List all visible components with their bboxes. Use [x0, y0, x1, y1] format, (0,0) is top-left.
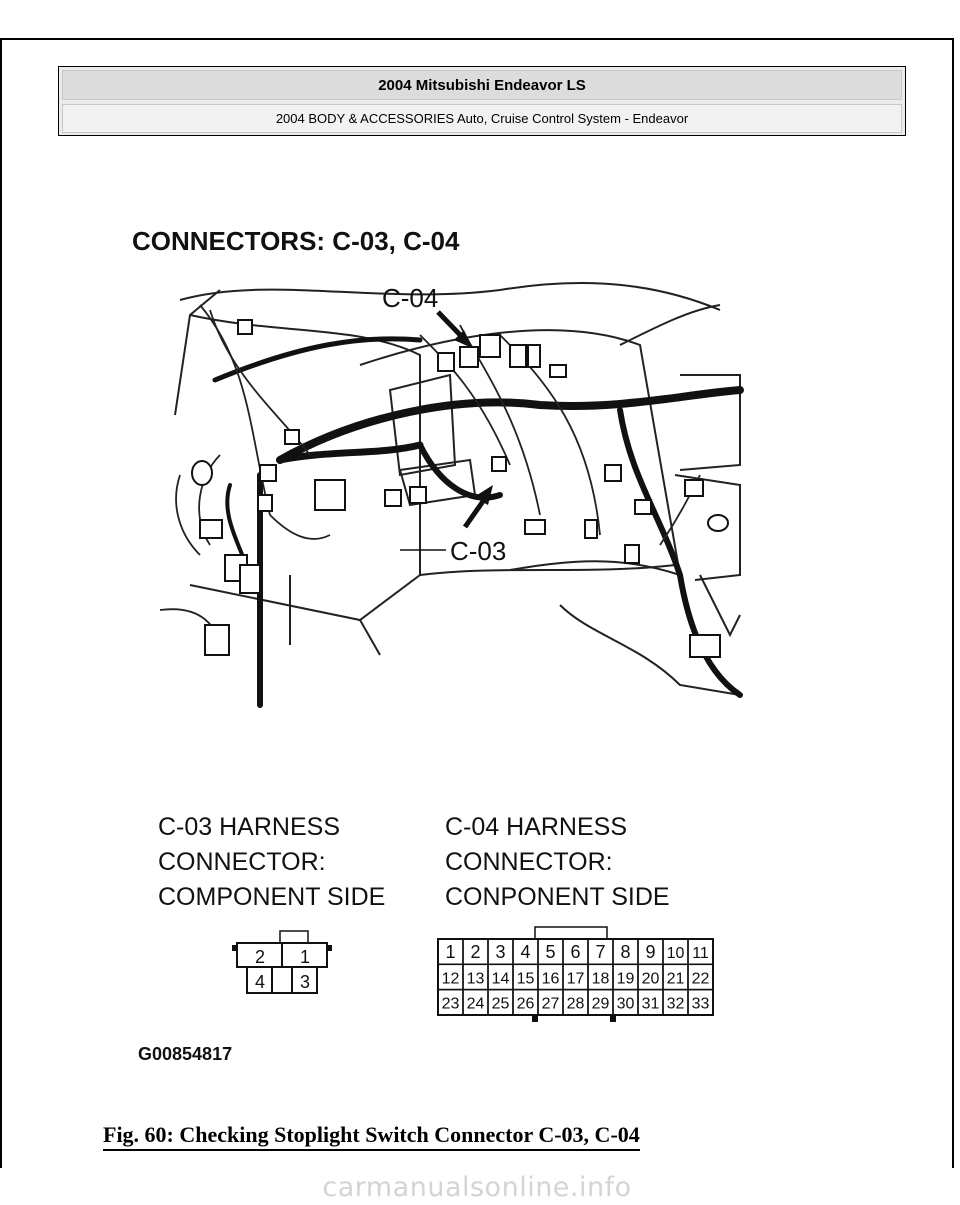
c04-pin-number: 31 — [642, 996, 660, 1013]
document-subtitle: 2004 BODY & ACCESSORIES Auto, Cruise Con… — [62, 104, 902, 133]
c03-connector-face: 2 1 4 3 — [232, 930, 332, 994]
c04-pin-number: 12 — [442, 970, 460, 987]
c04-pin-number: 33 — [692, 996, 710, 1013]
c04-pin-number: 9 — [645, 942, 655, 962]
watermark: carmanualsonline.info — [322, 1172, 632, 1203]
page-frame-right — [952, 38, 954, 1168]
callout-c03: C-03 — [450, 536, 506, 566]
figure-heading: CONNECTORS: C-03, C-04 — [132, 226, 460, 256]
c04-pin-number: 18 — [592, 970, 610, 987]
c04-label-line3: CONPONENT SIDE — [445, 883, 670, 911]
c04-pin-cell — [687, 988, 714, 1016]
c04-pin-number: 7 — [595, 942, 605, 962]
c04-pin-number: 27 — [542, 996, 560, 1013]
c03-pin: 1 — [300, 947, 310, 967]
connector-figure: CONNECTORS: C-03, C-04 — [120, 215, 745, 1075]
c03-label-line3: COMPONENT SIDE — [158, 883, 385, 911]
c03-label-line2: CONNECTOR: — [158, 848, 326, 876]
c04-pin-number: 8 — [620, 942, 630, 962]
c04-pin-number: 19 — [617, 970, 635, 987]
c04-pin-number: 32 — [667, 996, 685, 1013]
c03-pin: 2 — [255, 947, 265, 967]
c04-pin-number: 13 — [467, 970, 485, 987]
c04-pin-number: 22 — [692, 970, 710, 987]
c04-pin-number: 5 — [545, 942, 555, 962]
c04-pin-number: 10 — [667, 945, 685, 962]
page-frame-left — [0, 38, 2, 1168]
c04-pin-number: 28 — [567, 996, 585, 1013]
c04-pin-number: 15 — [517, 970, 535, 987]
document-header: 2004 Mitsubishi Endeavor LS 2004 BODY & … — [58, 66, 906, 136]
c04-pin-number: 16 — [542, 970, 560, 987]
document-title: 2004 Mitsubishi Endeavor LS — [62, 70, 902, 100]
wiring-illustration: CONNECTORS: C-03, C-04 — [132, 226, 744, 1064]
c04-pin-number: 29 — [592, 996, 610, 1013]
c04-pin-number: 14 — [492, 970, 510, 987]
c04-pin-number: 3 — [495, 942, 505, 962]
c03-label-line1: C-03 HARNESS — [158, 813, 340, 841]
c04-pin-number: 4 — [520, 942, 530, 962]
c04-pin-number: 11 — [692, 945, 709, 962]
c04-pin-number: 26 — [517, 996, 535, 1013]
c04-pin-number: 6 — [570, 942, 580, 962]
c04-pin-number: 17 — [567, 970, 585, 987]
c04-pin-number: 2 — [470, 942, 480, 962]
c04-pin-number: 24 — [467, 996, 485, 1013]
c04-label-line1: C-04 HARNESS — [445, 813, 627, 841]
c03-pin: 4 — [255, 972, 265, 992]
c04-label-line2: CONNECTOR: — [445, 848, 613, 876]
c04-pin-number: 23 — [442, 996, 460, 1013]
c04-pin-number: 30 — [617, 996, 635, 1013]
c04-pin-number: 20 — [642, 970, 660, 987]
c03-pin: 3 — [300, 972, 310, 992]
c04-pin-number: 1 — [445, 942, 455, 962]
figure-id: G00854817 — [138, 1044, 232, 1064]
figure-caption: Fig. 60: Checking Stoplight Switch Conne… — [103, 1122, 640, 1151]
c04-pin-number: 21 — [667, 970, 685, 987]
c04-pin-number: 25 — [492, 996, 510, 1013]
callout-c04: C-04 — [382, 283, 438, 313]
page-frame-top — [0, 38, 954, 40]
